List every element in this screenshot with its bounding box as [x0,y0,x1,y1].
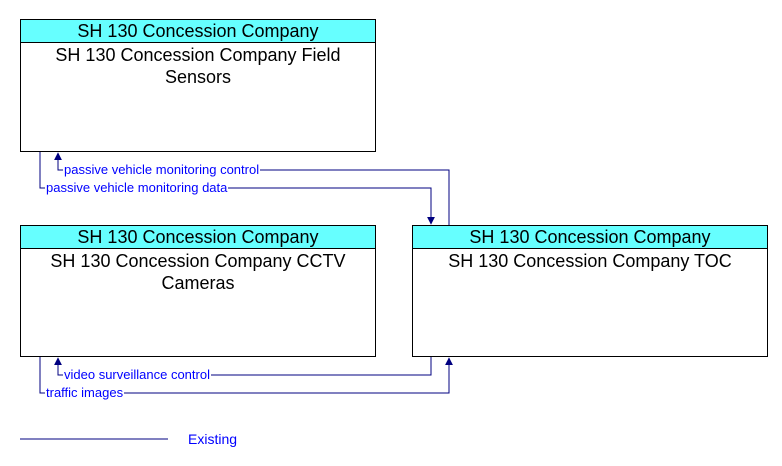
flow-label-video-control: video surveillance control [63,367,211,382]
toc-box: SH 130 Concession Company SH 130 Concess… [412,225,768,357]
field-sensors-box: SH 130 Concession Company SH 130 Concess… [20,19,376,152]
cctv-cameras-name: SH 130 Concession Company CCTV Cameras [50,251,346,293]
legend-existing-label: Existing [188,431,238,447]
cctv-cameras-owner: SH 130 Concession Company [21,226,375,249]
flow-line-traffic-images [39,357,453,394]
flow-line-passive-data [39,152,435,225]
flow-line-video-control [54,357,432,376]
field-sensors-name: SH 130 Concession Company Field Sensors [55,45,341,87]
field-sensors-owner: SH 130 Concession Company [21,20,375,43]
toc-name: SH 130 Concession Company TOC [448,251,732,271]
toc-owner: SH 130 Concession Company [413,226,767,249]
flow-label-traffic-images: traffic images [45,385,125,400]
flow-label-passive-data: passive vehicle monitoring data [45,180,229,195]
flow-label-passive-control: passive vehicle monitoring control [63,162,261,177]
cctv-cameras-box: SH 130 Concession Company SH 130 Concess… [20,225,376,357]
